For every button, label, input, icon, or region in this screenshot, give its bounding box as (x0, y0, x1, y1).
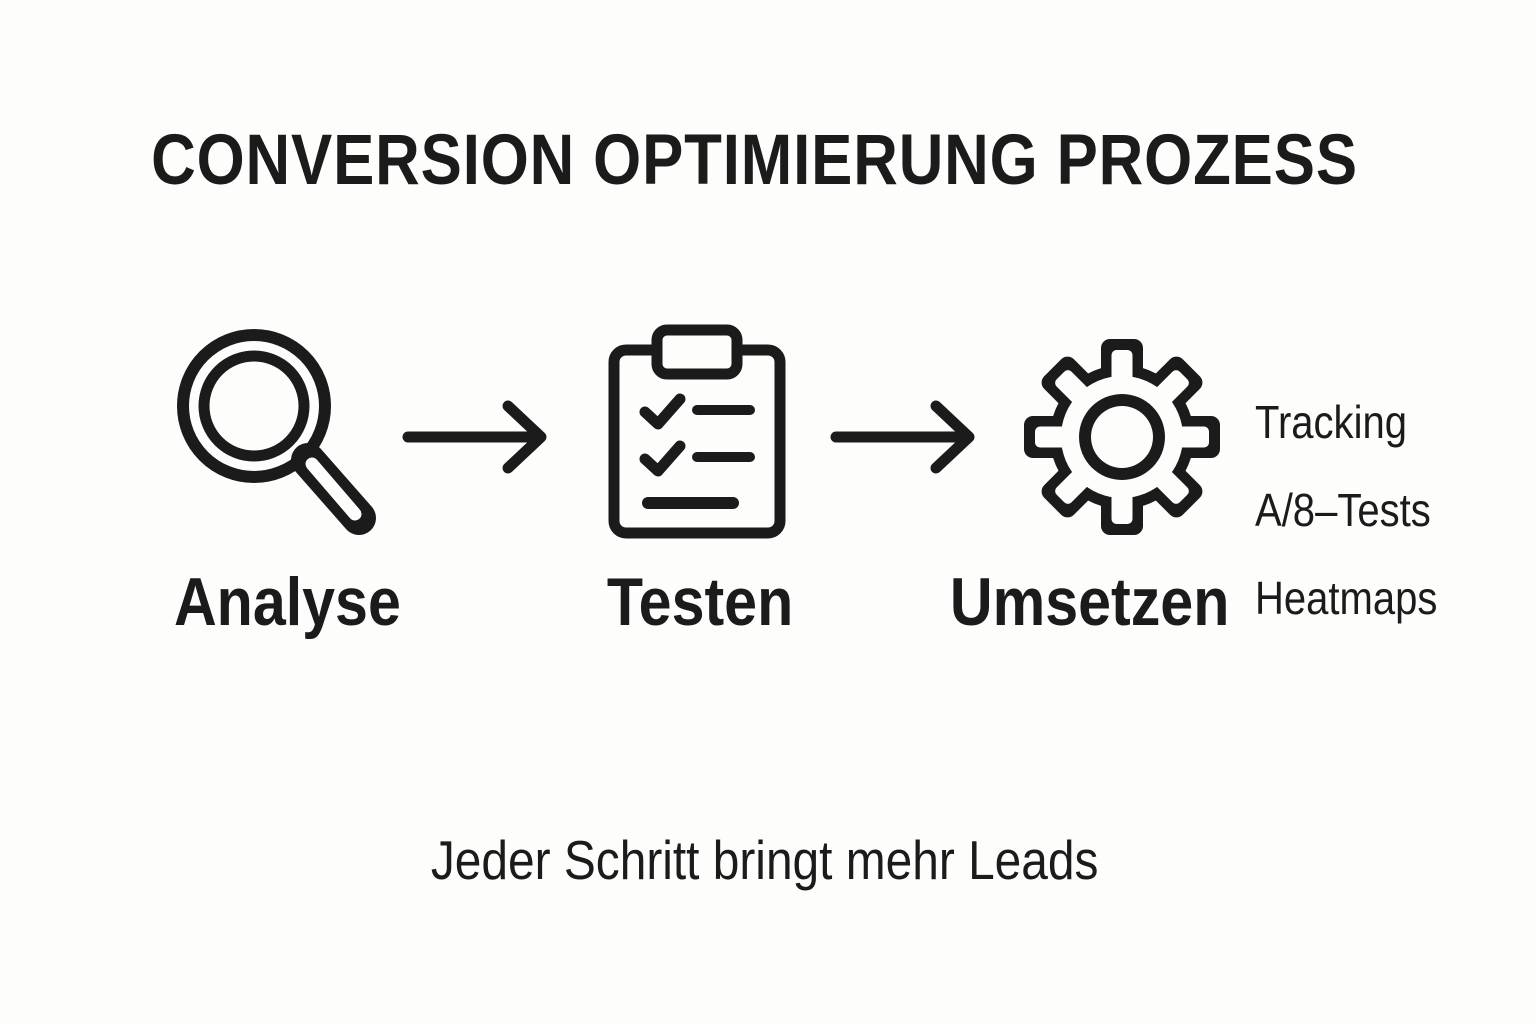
detail-item: A/8–Tests (1255, 486, 1457, 534)
detail-tracking: Tracking (1255, 396, 1407, 448)
arrow-right-icon (830, 400, 975, 474)
footer-caption: Jeder Schritt bringt mehr Leads (431, 829, 1099, 891)
gear-icon (1024, 339, 1220, 535)
step-umsetzen: Umsetzen (840, 568, 1340, 636)
detail-item: Heatmaps (1255, 574, 1465, 622)
arrow-right-icon (402, 400, 547, 474)
step-analyse: Analyse (37, 568, 537, 636)
footer-row: Jeder Schritt bringt mehr Leads (0, 831, 1530, 889)
step-testen: Testen (450, 568, 950, 636)
step-label-testen: Testen (606, 564, 794, 640)
detail-item: Tracking (1255, 398, 1430, 446)
page-title: CONVERSION OPTIMIERUNG PROZESS (151, 121, 1359, 200)
step-label-analyse: Analyse (173, 564, 401, 640)
detail-ab-tests: A/8–Tests (1255, 484, 1431, 536)
magnifier-icon (177, 329, 376, 535)
title-row: CONVERSION OPTIMIERUNG PROZESS (0, 120, 1510, 201)
clipboard-checklist-icon (608, 324, 786, 539)
detail-heatmaps: Heatmaps (1255, 572, 1438, 624)
step-label-umsetzen: Umsetzen (950, 564, 1230, 640)
